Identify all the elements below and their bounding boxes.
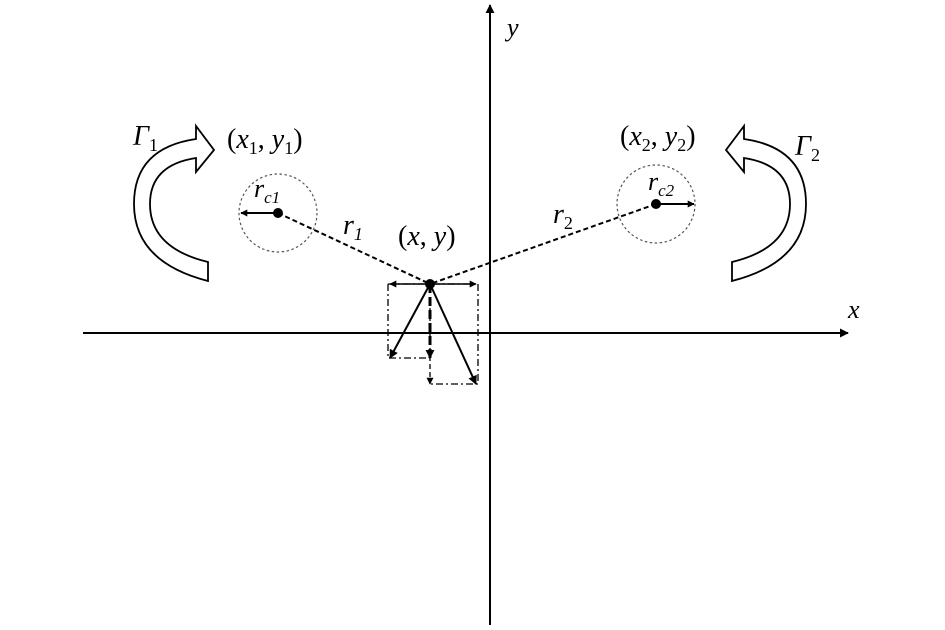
core-circle-2 <box>616 164 696 244</box>
circulation-label-1: Γ1 <box>132 121 158 155</box>
field-point <box>425 279 435 289</box>
distance-line-1 <box>277 212 431 285</box>
core-radius-label-1: rc1 <box>254 174 280 207</box>
point-label: (x, y) <box>398 221 456 252</box>
position-label-2: (x2, y2) <box>620 121 696 155</box>
circulation-arrow-2 <box>724 123 807 283</box>
velocity-vector-1 <box>389 283 431 359</box>
velocity-vector-2 <box>429 283 477 385</box>
circulation-label-2: Γ2 <box>794 131 820 165</box>
vortex-2: Γ2 (x2, y2) rc2 <box>616 121 820 283</box>
vortex-1: Γ1 (x1, y1) rc1 <box>132 121 318 283</box>
circulation-arrow-1 <box>133 123 216 283</box>
velocity-decomposition <box>387 279 479 385</box>
x-axis-label: x <box>847 295 860 324</box>
position-label-1: (x1, y1) <box>227 124 303 158</box>
core-circle-1 <box>238 173 318 253</box>
y-axis-label: y <box>504 13 519 42</box>
distance-label-1: r1 <box>343 210 363 244</box>
distance-label-2: r2 <box>553 199 573 233</box>
core-radius-label-2: rc2 <box>648 167 675 200</box>
distance-line-2 <box>429 203 657 285</box>
